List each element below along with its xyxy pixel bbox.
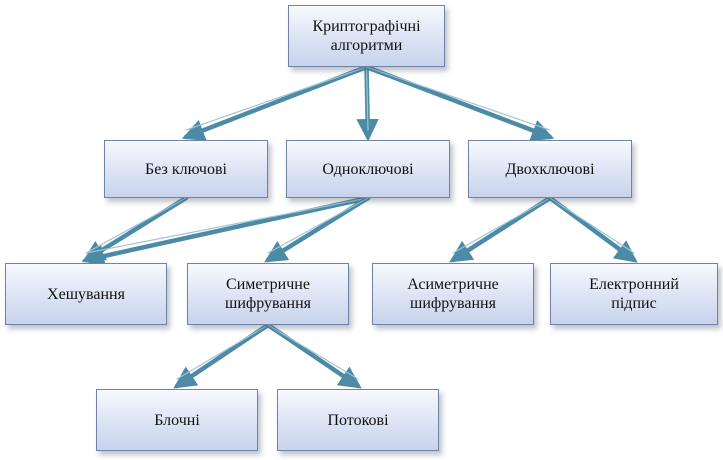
connector-root-twokey <box>364 64 555 142</box>
node-block-ciphers: Блочні <box>96 389 258 451</box>
node-symmetric-encryption: Симетричне шифрування <box>187 263 349 325</box>
node-cryptographic-algorithms: Криптографічні алгоритми <box>288 5 445 67</box>
node-two-key: Двохключові <box>468 140 632 198</box>
node-label: Електронний підпис <box>589 276 679 312</box>
node-stream-ciphers: Потокові <box>277 389 439 451</box>
connector-onekey-sym <box>264 195 371 263</box>
node-label: Асиметричне шифрування <box>407 276 499 312</box>
node-digital-signature: Електронний підпис <box>550 263 718 325</box>
node-label: Хешування <box>47 285 125 303</box>
connector-highlight-root-twokey <box>365 66 551 131</box>
connector-highlight-sym-block <box>176 324 269 380</box>
connector-highlight-root-keyless <box>185 66 368 131</box>
node-label: Двохключові <box>505 160 595 178</box>
node-asymmetric-encryption: Асиметричне шифрування <box>372 263 534 325</box>
node-keyless: Без ключові <box>104 140 268 198</box>
connector-highlight-onekey-sym <box>267 197 369 254</box>
connector-onekey-hash <box>81 195 371 268</box>
node-label: Без ключові <box>145 160 227 178</box>
node-label: Потокові <box>327 411 389 429</box>
connector-highlight-keyless-hash <box>85 197 187 254</box>
node-hashing: Хешування <box>5 263 167 325</box>
connector-highlight-sym-stream <box>267 324 359 380</box>
connector-highlight-onekey-hash <box>85 197 369 254</box>
connector-sym-stream <box>265 322 362 389</box>
connector-highlight-root-onekey <box>365 66 369 131</box>
node-label: Криптографічні алгоритми <box>312 18 421 54</box>
connector-highlight-twokey-asym <box>452 197 551 254</box>
node-label: Блочні <box>154 411 200 429</box>
connector-root-keyless <box>181 64 369 141</box>
node-one-key: Одноключові <box>286 140 450 198</box>
node-label: Симетричне шифрування <box>225 276 311 312</box>
connector-sym-block <box>173 322 271 389</box>
node-label: Одноключові <box>322 160 414 178</box>
connector-twokey-sign <box>547 195 638 263</box>
connector-highlight-twokey-sign <box>549 197 635 254</box>
connector-twokey-asym <box>449 195 553 263</box>
